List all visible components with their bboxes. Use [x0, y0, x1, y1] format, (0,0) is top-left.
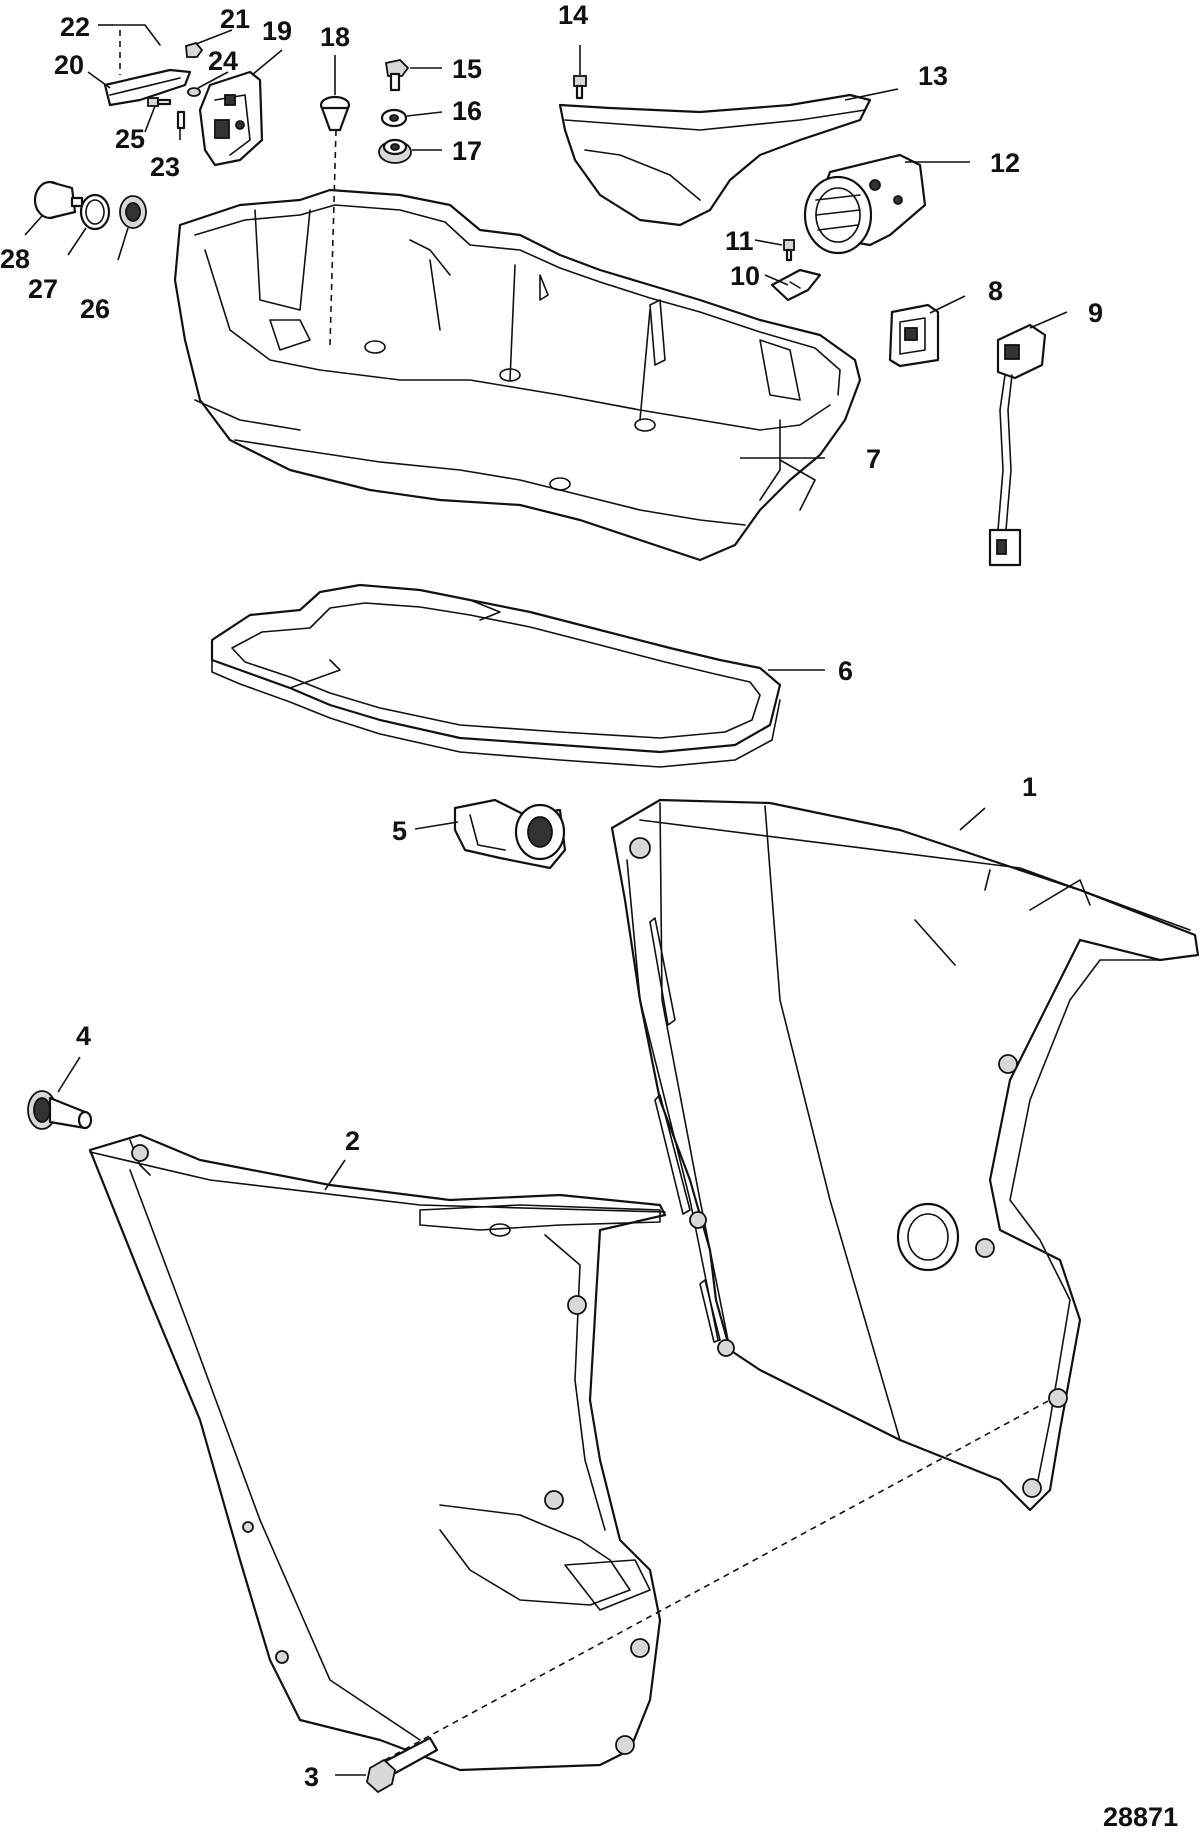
callout-22: 22	[60, 12, 90, 42]
part-12-mount	[803, 153, 927, 255]
part-5-fitting	[453, 798, 567, 870]
part-18-plug	[319, 95, 351, 132]
callout-27: 27	[28, 274, 58, 304]
part-13-front-panel	[558, 93, 872, 227]
callout-4: 4	[76, 1021, 91, 1051]
callout-12: 12	[990, 148, 1020, 178]
part-28-knob	[33, 180, 84, 220]
part-9-connector	[988, 323, 1047, 567]
part-16-washer	[380, 108, 408, 128]
part-3-bolt	[366, 1736, 439, 1794]
part-17-grommet	[378, 138, 412, 164]
part-24-pin	[187, 87, 201, 97]
part-8-bracket	[888, 303, 940, 368]
callout-8: 8	[988, 276, 1003, 306]
part-20-lever	[103, 68, 192, 107]
callout-labels: 1 2 3 4 5 6 7 8 9 10 11 12 13 14 15 16 1…	[0, 0, 1103, 1792]
callout-9: 9	[1088, 298, 1103, 328]
part-15-bolt	[384, 59, 410, 92]
callout-23: 23	[150, 152, 180, 182]
part-10-clip	[770, 268, 822, 302]
callout-3: 3	[304, 1762, 319, 1792]
callout-17: 17	[452, 136, 482, 166]
part-14-screw	[573, 75, 587, 100]
callout-11: 11	[725, 226, 754, 256]
part-22-rod	[112, 24, 161, 46]
callout-5: 5	[392, 816, 407, 846]
part-23-pin	[176, 110, 186, 130]
callout-18: 18	[320, 22, 350, 52]
callout-13: 13	[918, 61, 948, 91]
callout-14: 14	[558, 0, 588, 30]
callout-28: 28	[0, 244, 30, 274]
part-4-bushing	[27, 1090, 93, 1130]
part-25-screw	[147, 97, 172, 107]
part-6-seal	[210, 583, 782, 768]
callout-7: 7	[866, 444, 881, 474]
assembly-lines	[119, 30, 1051, 1761]
part-21-nut	[185, 41, 204, 58]
callout-1: 1	[1022, 772, 1037, 802]
callout-6: 6	[838, 656, 853, 686]
part-19-latch	[198, 70, 264, 167]
figure-number: 28871	[1103, 1802, 1178, 1832]
callout-25: 25	[115, 124, 145, 154]
callout-21: 21	[220, 4, 250, 34]
callout-26: 26	[80, 294, 110, 324]
callout-2: 2	[345, 1126, 360, 1156]
assembly-line-3	[384, 1399, 1051, 1761]
callout-15: 15	[452, 54, 482, 84]
part-7-tray	[173, 188, 862, 562]
part-2-left-cowl	[88, 1133, 667, 1772]
assembly-line-18	[329, 129, 337, 346]
callout-10: 10	[730, 261, 760, 291]
callout-19: 19	[262, 16, 292, 46]
leader-lines	[24, 24, 1068, 1776]
callout-20: 20	[54, 50, 84, 80]
part-27-ring	[79, 193, 111, 231]
part-11-screw	[783, 239, 795, 262]
part-26-cap	[119, 195, 147, 229]
callout-24: 24	[208, 46, 238, 76]
part-1-right-cowl	[610, 798, 1200, 1512]
callout-16: 16	[452, 96, 482, 126]
